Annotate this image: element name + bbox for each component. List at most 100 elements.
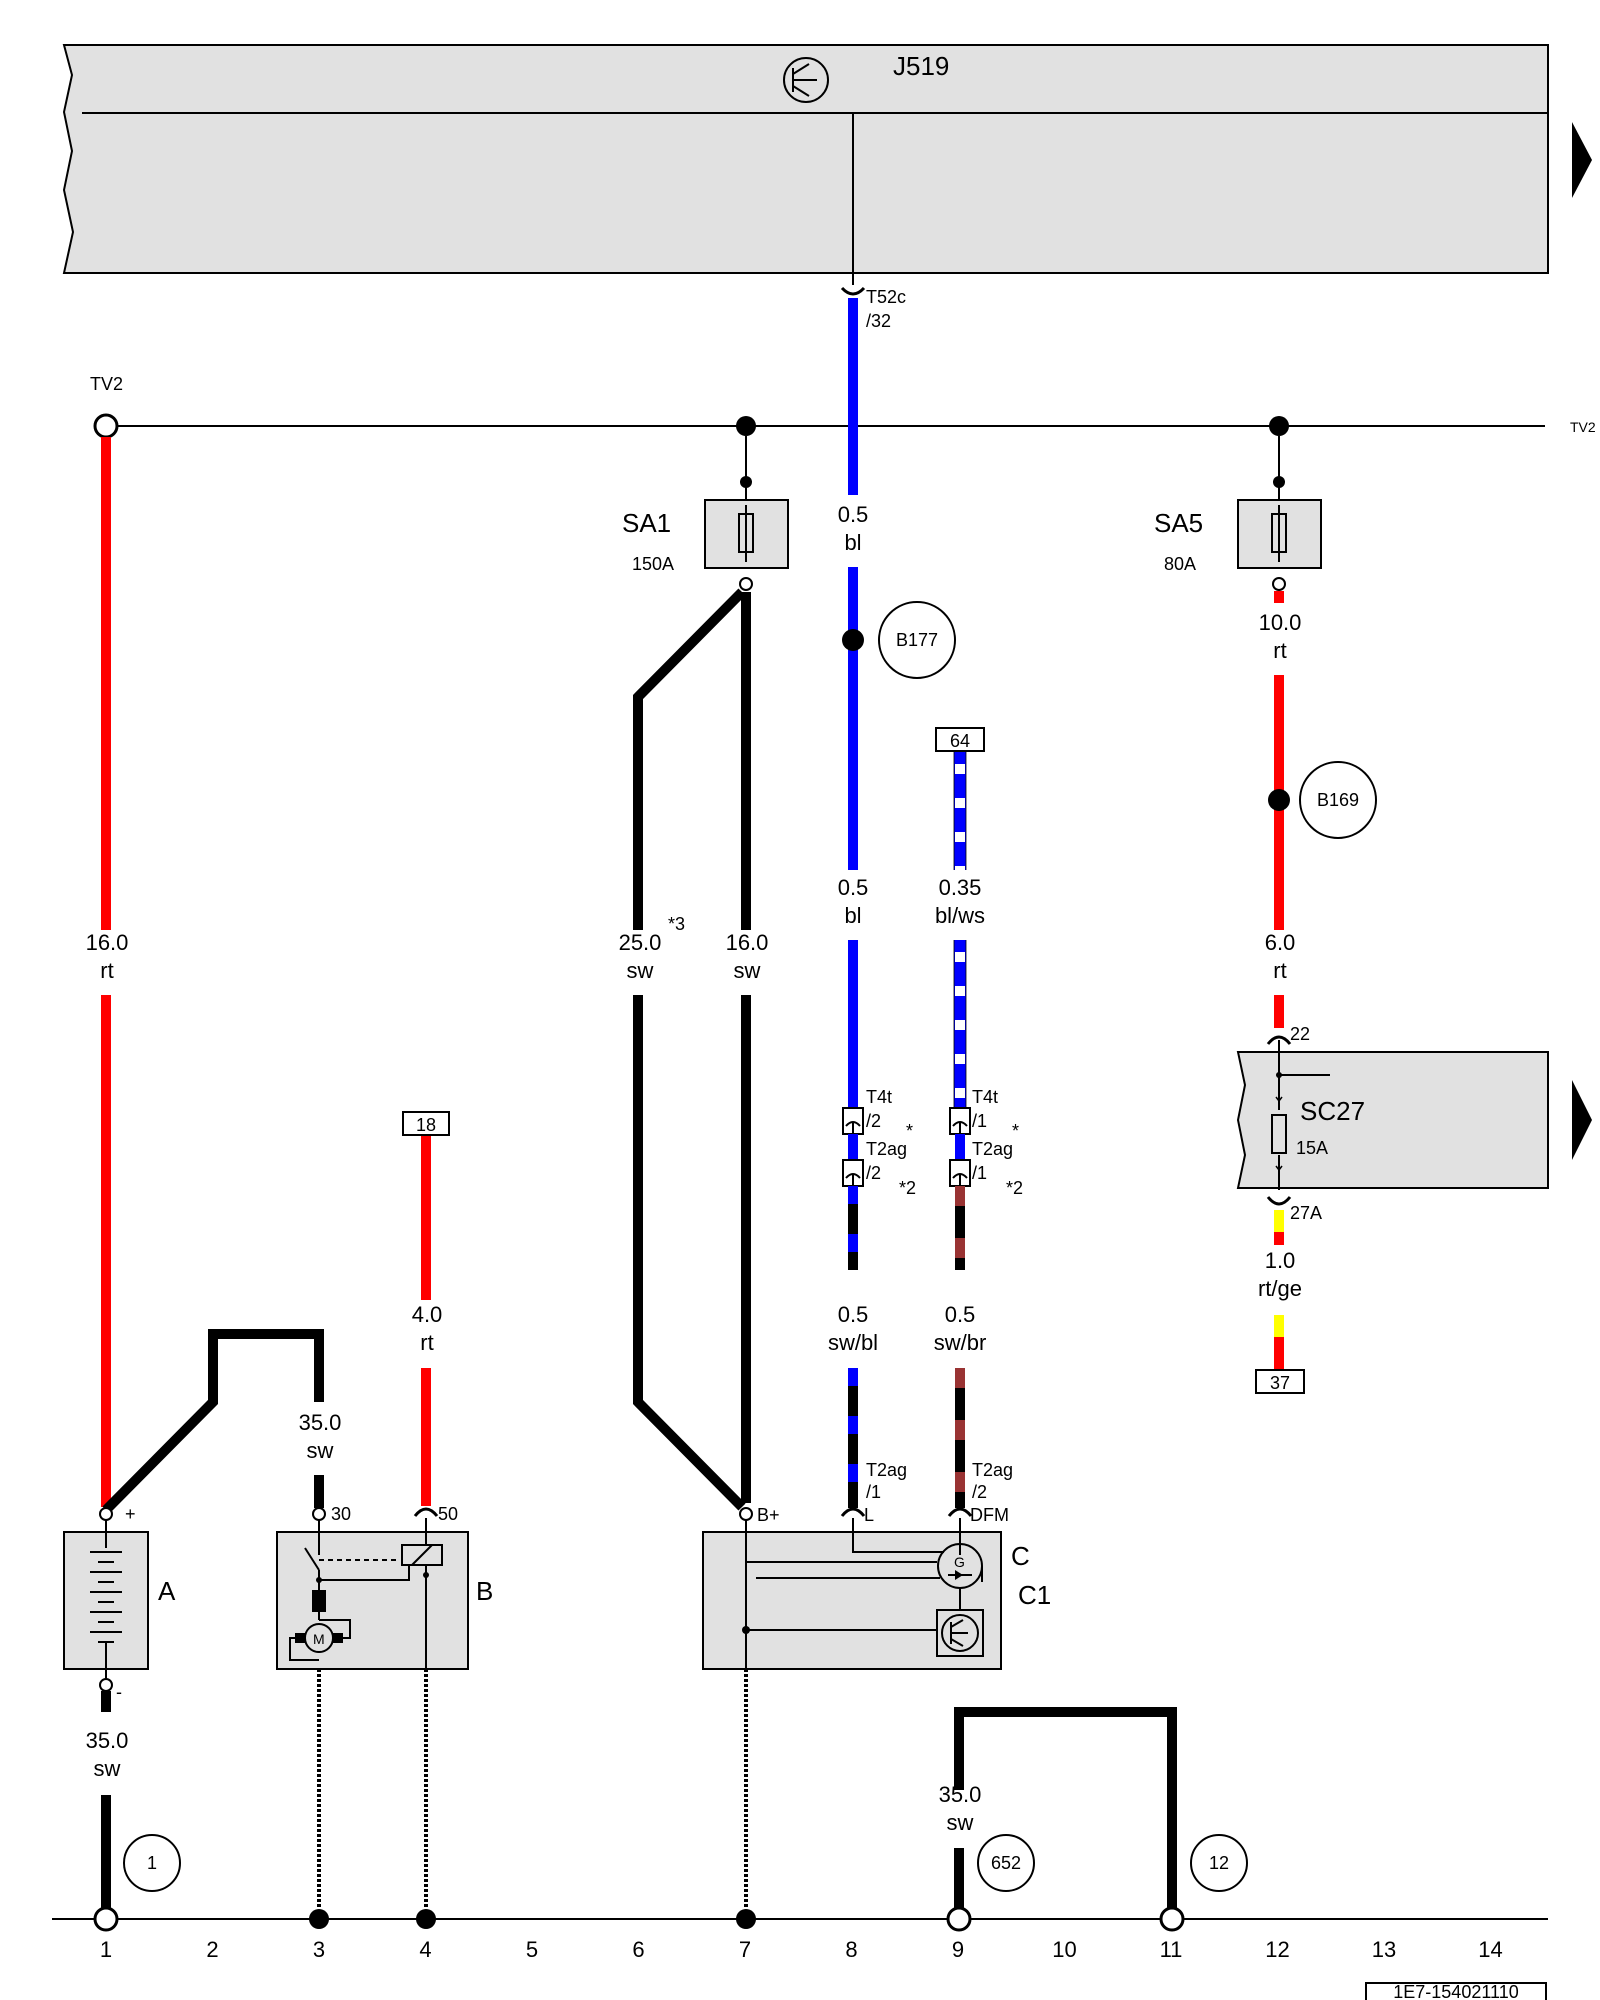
ground-point-652: 652: [977, 1834, 1035, 1892]
wire-color: rt/ge: [1258, 1276, 1302, 1301]
wire-10-rt: 10.0 rt: [1259, 591, 1302, 930]
component-label: B: [476, 1576, 493, 1606]
wire-size: 0.5: [838, 875, 869, 900]
ground-point-12: 12: [1190, 1834, 1248, 1892]
column-number: 10: [1052, 1937, 1076, 1962]
fuse-sa1: SA1 150A: [622, 436, 789, 591]
connector-pin: /2: [972, 1482, 987, 1502]
ref-label: 64: [950, 731, 970, 751]
column-number: 1: [100, 1937, 112, 1962]
wire-size: 0.35: [939, 875, 982, 900]
connector-pin: /1: [866, 1482, 881, 1502]
rail-label-right: TV2: [1570, 419, 1596, 435]
solenoid-icon: [401, 1544, 443, 1566]
connector-label: T2ag: [972, 1460, 1013, 1480]
connector-pin: /1: [972, 1111, 987, 1131]
wire-size: 4.0: [412, 1302, 443, 1327]
wire-size: 10.0: [1259, 610, 1302, 635]
generator-label: G: [954, 1554, 965, 1570]
column-number: 13: [1372, 1937, 1396, 1962]
splice-point: [1268, 789, 1290, 811]
transistor-symbol-icon: [783, 57, 829, 103]
ref-label: 37: [1270, 1373, 1290, 1393]
wire-color: rt: [420, 1330, 433, 1355]
ref-64: 64: [935, 727, 985, 752]
wire-color: sw: [627, 958, 654, 983]
fuse-name: SC27: [1300, 1096, 1365, 1126]
connector-label: T2ag: [866, 1460, 907, 1480]
wire-1-rtge: 1.0 rt/ge: [1258, 1196, 1302, 1370]
ref-37: 37: [1255, 1369, 1305, 1394]
wire-size: 6.0: [1265, 930, 1296, 955]
column-number: 7: [739, 1937, 751, 1962]
ground-point-1: 1: [123, 1834, 181, 1892]
splice-b169: B169: [1299, 761, 1377, 839]
footnote-marker: *2: [899, 1178, 916, 1198]
wire-size: 25.0: [619, 930, 662, 955]
wire-color: sw/br: [934, 1330, 987, 1355]
document-id: 1E7-154021110: [1393, 1982, 1518, 2000]
column-number: 11: [1160, 1937, 1183, 1962]
wire-size: 35.0: [939, 1782, 982, 1807]
column-number: 8: [845, 1937, 857, 1962]
connector-pin: /1: [972, 1163, 987, 1183]
ground-label: 1: [147, 1853, 157, 1873]
column-number: 6: [632, 1937, 644, 1962]
terminal-label: DFM: [970, 1505, 1009, 1525]
alternator-ground-wire: [736, 1669, 756, 1929]
control-unit-label: J519: [893, 51, 949, 81]
wire-25-sw: 25.0 sw *3: [619, 588, 746, 1511]
wire-color: rt: [1273, 958, 1286, 983]
column-number: 14: [1478, 1937, 1502, 1962]
connector-label: T2ag: [866, 1139, 907, 1159]
splice-label: B177: [896, 630, 938, 650]
wire-0-5-bl-mid: 0.5 bl: [838, 875, 869, 1108]
wire-size: 35.0: [299, 1410, 342, 1435]
component-label: A: [158, 1576, 176, 1606]
rail-junction: [736, 416, 756, 436]
wire-16-sw: 16.0 sw: [726, 592, 768, 1503]
ref-18: 18: [402, 1111, 450, 1136]
wire-color: bl/ws: [935, 903, 985, 928]
column-number: 9: [952, 1937, 964, 1962]
footnote-marker: *: [1012, 1121, 1019, 1141]
connector-pin: /32: [866, 311, 891, 331]
connector-label: T52c: [866, 287, 906, 307]
rail-terminal: [93, 413, 119, 439]
wire-color: sw: [307, 1438, 334, 1463]
wire-0-35-blws: 0.35 bl/ws: [935, 752, 985, 1108]
component-sub-label: C1: [1018, 1580, 1051, 1610]
column-number: 12: [1265, 1937, 1289, 1962]
pin-label: 22: [1290, 1024, 1310, 1044]
wire-size: 35.0: [86, 1728, 129, 1753]
rail-junction: [1269, 416, 1289, 436]
continuation-arrow-icon: [1572, 1080, 1592, 1160]
motor-label: M: [313, 1631, 325, 1647]
starter-ground-wires: [309, 1669, 436, 1929]
battery-plus-label: +: [125, 1504, 136, 1524]
connector-pin: /2: [866, 1111, 881, 1131]
pin-label: 50: [438, 1504, 458, 1524]
ground-label: 652: [991, 1853, 1021, 1873]
wire-color: sw: [734, 958, 761, 983]
wire-color: rt: [1273, 638, 1286, 663]
battery-minus-label: -: [116, 1682, 122, 1702]
fuse-sa5: SA5 80A: [1154, 436, 1322, 591]
document-id-box: 1E7-154021110: [1365, 1982, 1547, 2000]
footnote-marker: *: [906, 1121, 913, 1141]
connector-t4t-t2ag-col8: T4t /2 * T2ag /2 *2: [842, 1087, 916, 1198]
footnote-marker: *3: [668, 914, 685, 934]
connector-label: T2ag: [972, 1139, 1013, 1159]
wire-size: 0.5: [945, 1302, 976, 1327]
wire-0-5-swbl: 0.5 sw/bl T2ag /1 L: [828, 1186, 907, 1525]
ground-terminal: [1159, 1906, 1185, 1932]
battery-cells-icon: [90, 1551, 122, 1643]
wire-16-rt: 16.0 rt: [86, 437, 128, 1507]
rail-label-left: TV2: [90, 374, 123, 394]
alternator-c: B+ G C C1: [702, 1505, 1051, 1670]
fuse-name: SA5: [1154, 508, 1203, 538]
terminal-label: L: [864, 1505, 874, 1525]
splice-point: [842, 629, 864, 651]
